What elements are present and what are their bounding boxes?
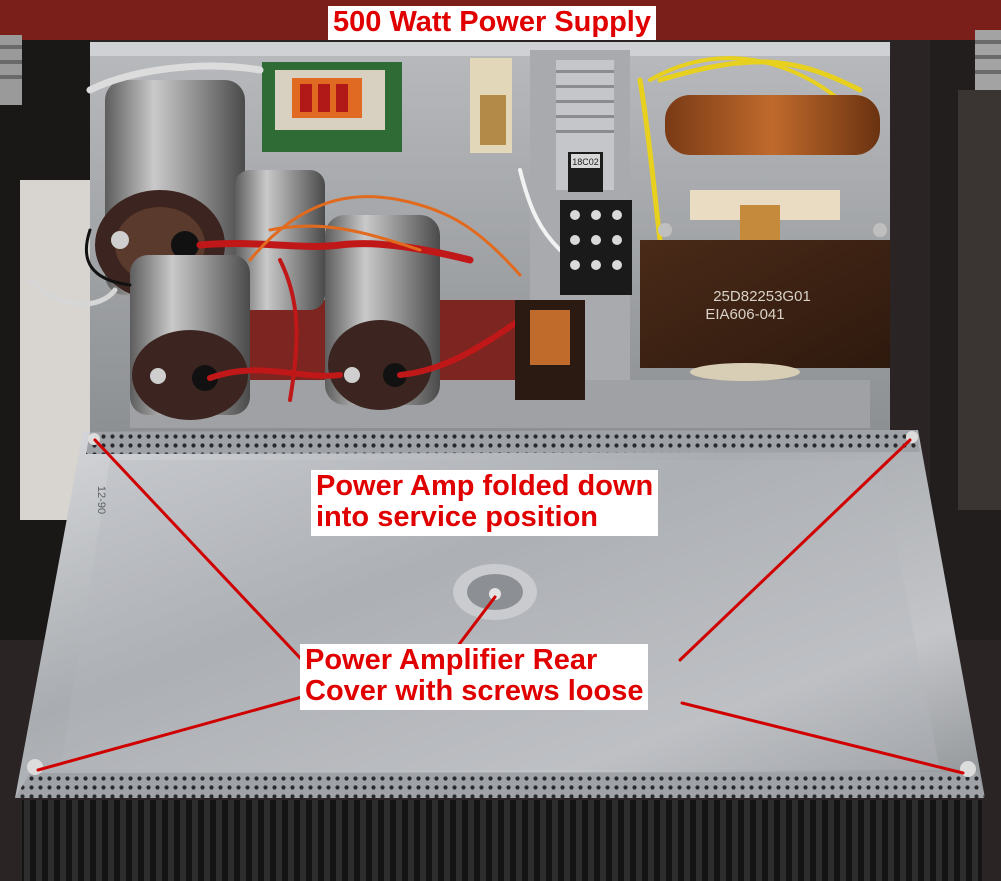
terminal-strip — [560, 200, 632, 295]
transformer-marking-1: 25D82253G01 — [713, 288, 811, 305]
regulator-heatsink: 18C02 — [556, 60, 614, 192]
capacitor-middle — [235, 170, 325, 310]
small-transformer — [515, 300, 585, 400]
rear-cover-line-2: Cover with screws loose — [305, 675, 644, 708]
transformer-marking-2: EIA606-041 — [705, 306, 784, 323]
pointer-top-right-screw — [678, 438, 912, 662]
wiring — [27, 56, 863, 402]
panel-stamp: 12-90 — [95, 486, 107, 514]
relay — [470, 58, 512, 153]
terminal-board — [262, 62, 402, 152]
rear-cover-label: Power Amplifier Rear Cover with screws l… — [300, 644, 649, 710]
cover-screw-bottom-right — [960, 761, 976, 777]
capacitor-bottom-left — [130, 255, 250, 420]
service-position-line-1: Power Amp folded down — [316, 470, 654, 502]
power-supply-title-label: 500 Watt Power Supply — [328, 6, 656, 41]
main-transformer: 25D82253G01 EIA606-041 — [640, 95, 890, 381]
power-supply-title-text: 500 Watt Power Supply — [333, 6, 651, 38]
power-amp-rear-panel: 12-90 — [15, 430, 985, 798]
pointer-center-screw — [452, 595, 497, 653]
pointer-lines — [36, 438, 965, 775]
rack-screw-left — [0, 35, 22, 105]
cover-screw-bottom-left — [27, 759, 43, 775]
amplifier-heatsink — [22, 800, 982, 881]
pointer-bottom-right-screw — [680, 701, 965, 775]
regulator-marking: 18C02 — [572, 157, 599, 167]
service-position-label: Power Amp folded down into service posit… — [311, 470, 659, 536]
capacitor-bottom-right — [325, 215, 440, 410]
rear-cover-line-1: Power Amplifier Rear — [305, 644, 598, 676]
rack-screw-right — [975, 30, 1001, 90]
pointer-bottom-left-screw — [36, 695, 304, 772]
pointer-top-left-screw — [93, 438, 304, 662]
service-position-line-2: into service position — [316, 501, 598, 534]
